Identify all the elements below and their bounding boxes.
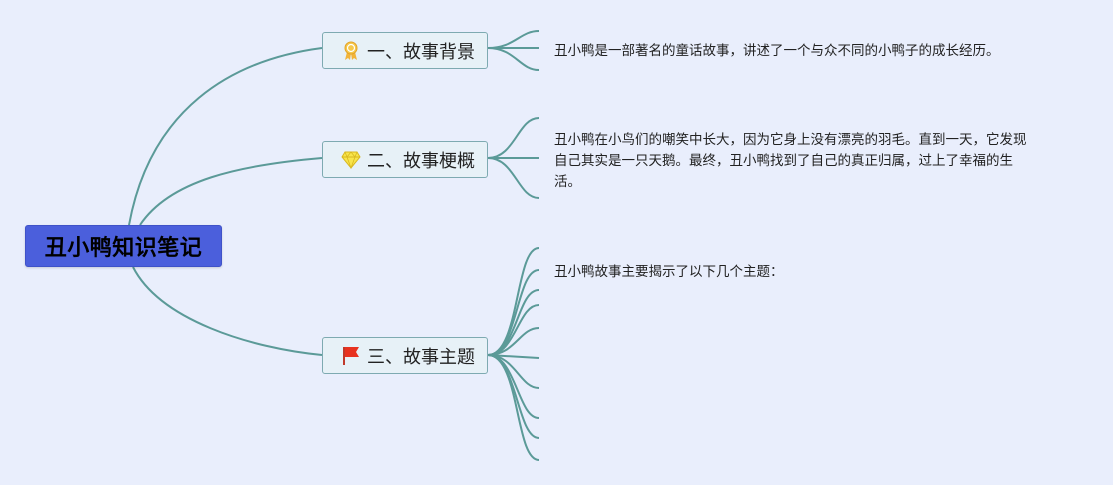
root-to-branch-1-connector [128,47,323,226]
branch-1-fan-line [487,30,540,49]
theme-content-text: 丑小鸭故事主要揭示了以下几个主题： [554,264,784,280]
branch-label: 三、故事主题 [367,346,475,368]
branch-3-fan-line [487,327,540,356]
branch-2-fan-line [487,157,540,199]
branch-topic-summary[interactable]: 二、故事梗概 [322,141,488,178]
branch-3-fan-line [487,354,540,389]
summary-content-text: 丑小鸭在小鸟们的嘲笑中长大，因为它身上没有漂亮的羽毛。直到一天，它发现自己其实是… [554,132,1027,190]
red-flag-icon [341,346,361,366]
central-topic-label: 丑小鸭知识笔记 [44,236,203,261]
branch-topic-background[interactable]: 一、故事背景 [322,32,488,69]
branch-label: 二、故事梗概 [367,150,475,172]
branch-2-fan-line [487,117,540,159]
root-to-branch-2-connector [139,157,323,226]
background-content-text: 丑小鸭是一部著名的童话故事，讲述了一个与众不同的小鸭子的成长经历。 [554,43,1000,59]
branch-3-fan-line [487,247,540,356]
award-ribbon-icon [341,41,361,61]
branch-topic-theme[interactable]: 三、故事主题 [322,337,488,374]
branch-1-fan-line [487,47,540,71]
central-topic[interactable]: 丑小鸭知识笔记 [25,225,222,267]
root-to-branch-3-connector [132,266,323,356]
diamond-icon [341,150,361,170]
branch-3-fan-line [487,354,540,461]
branch-label: 一、故事背景 [367,41,475,63]
